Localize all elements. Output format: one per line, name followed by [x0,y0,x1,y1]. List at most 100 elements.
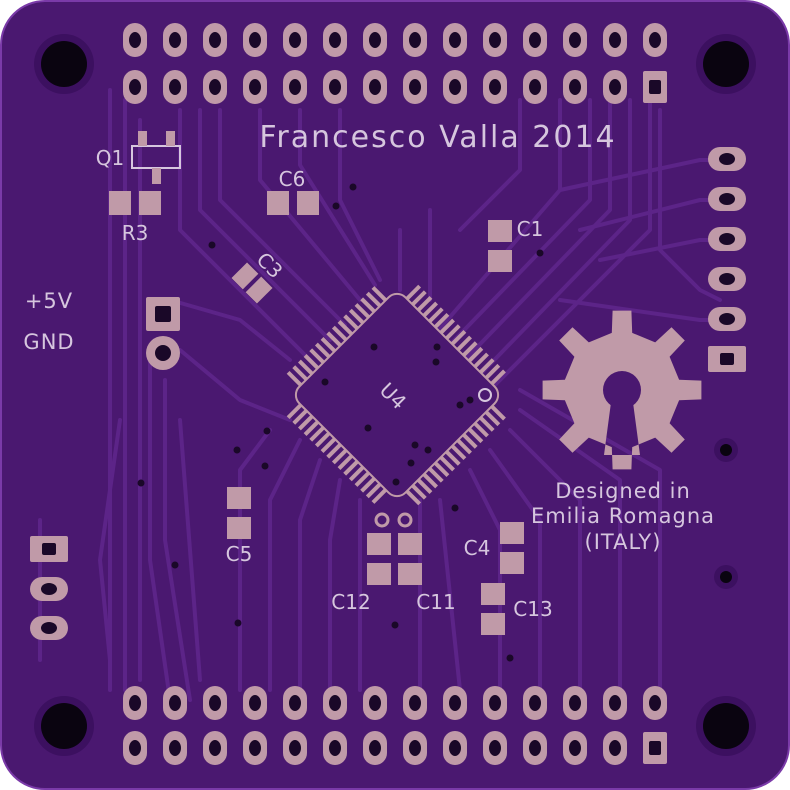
mounting-hole-bottom-left-drill [41,703,87,749]
capacitor-c12-pad-b [367,563,391,585]
chip-pin-right-8 [443,448,461,466]
chip-pin-bottom-0 [286,402,304,420]
chip-pin-right-0 [488,403,506,421]
power-pad-round-hole [155,345,171,361]
via-1 [332,202,340,210]
header-top-row1-pad-hole-13 [649,32,661,48]
header-top-row1-pad-hole-9 [489,32,501,48]
chip-pin-top-4 [426,307,444,325]
power-label-5v: +5V [25,289,73,313]
header-top-row1-pad-hole-8 [449,32,461,48]
chip-pin-bottom-14 [365,481,383,499]
trace-8 [338,108,382,282]
capacitor-c1-pad-a [488,220,512,242]
trace-6 [258,108,362,302]
chip-pin-bottom-15 [371,486,389,504]
trace-32 [98,418,122,662]
header-top-row2-pad-hole-12 [609,79,621,95]
chip-pin-bottom-9 [337,452,355,470]
trace-28 [508,428,582,692]
via-16 [451,504,459,512]
header-top-row1-pad-hole-0 [129,32,141,48]
header-top-row2-pad-hole-8 [449,79,461,95]
chip-pin-right-15 [404,488,422,506]
q1-pad-top-left [138,131,147,146]
chip-pin-left-7 [331,325,349,343]
trace-19 [238,428,272,692]
gear-logo-hole [603,371,641,409]
header-top-row1-pad-hole-2 [209,32,221,48]
capacitor-c11-pad-a [398,533,422,555]
header-bottom-row2-pad-hole-4 [289,740,301,756]
chip-pin-left-12 [303,353,321,371]
header-bottom [123,686,667,765]
large-via-hole-1 [720,571,732,583]
via-5 [321,378,329,386]
via-21 [433,343,441,351]
ref-c13: C13 [513,597,552,621]
chip-pin-left-11 [309,348,327,366]
header-right-pad-hole-3 [719,273,735,285]
large-via-hole-0 [720,444,732,456]
header-top-row2-pad-hole-11 [569,79,581,95]
origin-text-line-3: (ITALY) [585,530,662,554]
chip-pin-right-2 [477,414,495,432]
capacitor-c1-pad-b [488,250,512,272]
header-top-row2-pad-hole-3 [249,79,261,95]
header-right-pad-hole-0 [719,153,735,165]
mounting-holes [34,34,756,756]
header-bottom-row2-pad-hole-2 [209,740,221,756]
header-bottom-row2-pad-hole-9 [489,740,501,756]
trace-27 [488,448,542,692]
capacitor-c5-pad-a [227,487,251,509]
chip-body [294,292,500,498]
trace-11 [453,98,612,372]
chip-pin-top-10 [460,341,478,359]
chip-pin-right-10 [432,460,450,478]
trace-39 [168,298,292,362]
ref-c12: C12 [331,590,370,614]
chip-pin-bottom-8 [331,447,349,465]
capacitor-c12-pad-a [367,533,391,555]
capacitor-c13-pad-a [481,583,505,605]
trace-29 [518,408,622,692]
chip-pin-bottom-13 [360,475,378,493]
trace-12 [438,98,592,357]
chip-pin-top-14 [483,363,501,381]
header-bottom-row1-pad-hole-4 [289,695,301,711]
header-bottom-row2-pad-hole-10 [529,740,541,756]
trace-15 [658,108,722,302]
c3-pad-b [245,276,273,304]
via-19 [391,621,399,629]
resistor-r3-pad-a [109,191,131,215]
ref-c6: C6 [279,167,306,191]
via-17 [171,561,179,569]
via-23 [466,396,474,404]
header-right-pad-hole-1 [719,193,735,205]
header-top-row2-pad-hole-5 [329,79,341,95]
header-right-pad-hole-4 [719,313,735,325]
chip-pin-top-3 [421,301,439,319]
capacitor-c6-pad-a [267,191,289,215]
header-right-pad-hole-2 [719,233,735,245]
chip-pin-top-1 [409,290,427,308]
power-pad-square-hole [155,306,171,322]
header-bottom-row2-pad-hole-0 [129,740,141,756]
header-left-pad-hole-0 [41,583,57,595]
chip-pin-bottom-4 [309,424,327,442]
header-top-row2-pad-hole-1 [169,79,181,95]
header-top-row2-pad-hole-9 [489,79,501,95]
capacitor-c6-pad-b [297,191,319,215]
ref-r3: R3 [122,221,149,245]
chip-pin-right-3 [471,420,489,438]
chip-pin-right-13 [415,477,433,494]
header-top-row1-pad-hole-5 [329,32,341,48]
mounting-hole-bottom-right-drill [703,703,749,749]
via-3 [536,249,544,257]
chip-pin-bottom-2 [298,413,315,431]
trace-14 [458,98,522,232]
test-pad-1 [374,512,390,528]
ref-c5: C5 [226,542,253,566]
header-right-pad-square-hole [720,353,734,365]
header-top-row2-pad-hole-7 [409,79,421,95]
